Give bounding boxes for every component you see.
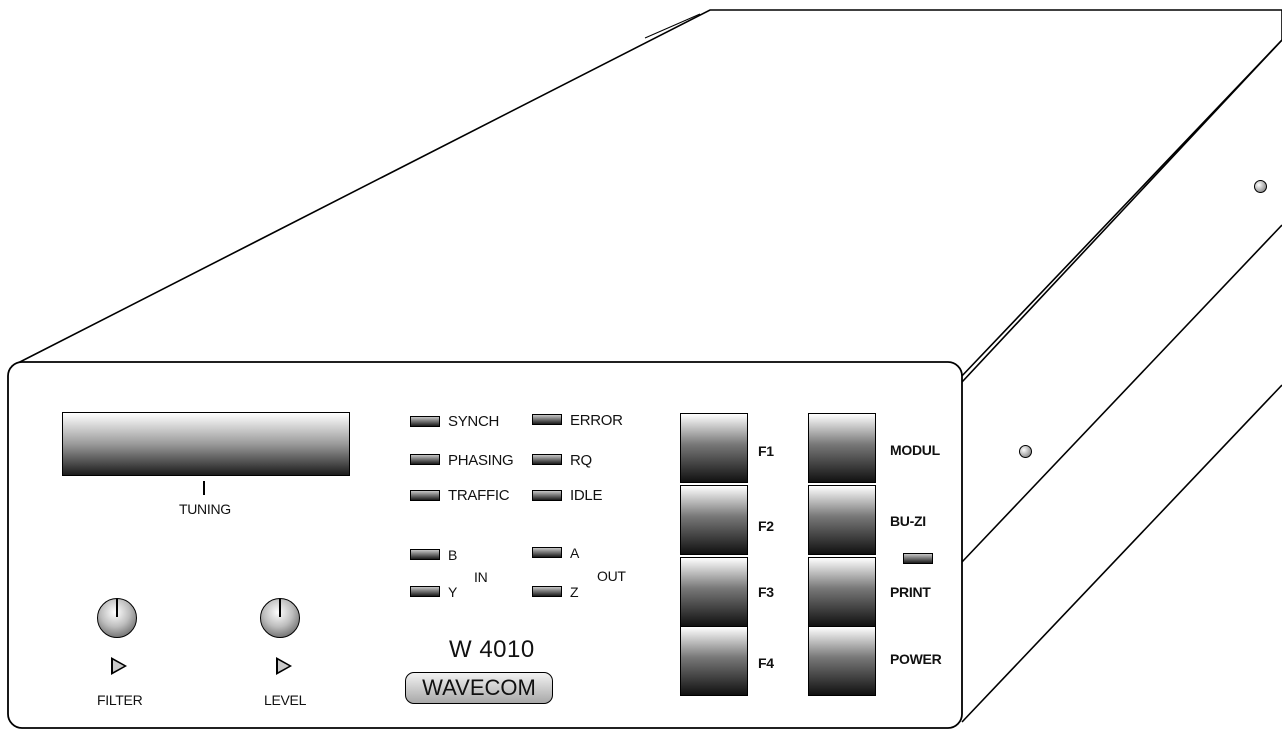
- phasing-label: PHASING: [448, 452, 514, 469]
- in-b-led: [410, 549, 440, 560]
- f4-button[interactable]: [680, 626, 748, 696]
- print-led: [903, 553, 933, 564]
- bu-zi-button[interactable]: [808, 485, 876, 555]
- synch-label: SYNCH: [448, 413, 500, 430]
- print-button[interactable]: [808, 557, 876, 627]
- power-button[interactable]: [808, 626, 876, 696]
- f4-label: F4: [758, 655, 774, 671]
- error-led: [532, 414, 562, 425]
- f2-button[interactable]: [680, 485, 748, 555]
- idle-led: [532, 490, 562, 501]
- phasing-led: [410, 454, 440, 465]
- synch-led: [410, 416, 440, 427]
- level-knob[interactable]: [260, 598, 300, 638]
- f2-label: F2: [758, 518, 774, 534]
- in-group-label: IN: [474, 569, 488, 585]
- rq-led: [532, 454, 562, 465]
- filter-indicator-icon: [111, 657, 127, 675]
- traffic-label: TRAFFIC: [448, 487, 510, 504]
- idle-label: IDLE: [570, 487, 603, 504]
- level-indicator-icon: [276, 657, 292, 675]
- tuning-display: [62, 412, 350, 476]
- out-a-label: A: [570, 545, 580, 561]
- model-number: W 4010: [449, 636, 535, 663]
- side-screw-icon: [1019, 445, 1032, 458]
- filter-label: FILTER: [97, 692, 143, 708]
- tuning-label: TUNING: [179, 501, 231, 517]
- in-y-label: Y: [448, 584, 458, 600]
- tuning-marker: [203, 481, 205, 495]
- out-z-label: Z: [570, 584, 579, 600]
- f3-label: F3: [758, 584, 774, 600]
- bu-zi-label: BU-ZI: [890, 513, 926, 529]
- error-label: ERROR: [570, 412, 623, 429]
- modul-button[interactable]: [808, 413, 876, 483]
- f1-label: F1: [758, 443, 774, 459]
- power-label: POWER: [890, 651, 942, 667]
- modul-label: MODUL: [890, 442, 940, 458]
- in-y-led: [410, 586, 440, 597]
- out-group-label: OUT: [597, 568, 626, 584]
- out-z-led: [532, 586, 562, 597]
- in-b-label: B: [448, 547, 458, 563]
- filter-knob[interactable]: [97, 598, 137, 638]
- f3-button[interactable]: [680, 557, 748, 627]
- level-label: LEVEL: [264, 692, 307, 708]
- out-a-led: [532, 547, 562, 558]
- print-label: PRINT: [890, 584, 931, 600]
- rear-screw-icon: [1254, 180, 1267, 193]
- rq-label: RQ: [570, 452, 592, 469]
- f1-button[interactable]: [680, 413, 748, 483]
- traffic-led: [410, 490, 440, 501]
- wavecom-logo: WAVECOM: [405, 672, 553, 704]
